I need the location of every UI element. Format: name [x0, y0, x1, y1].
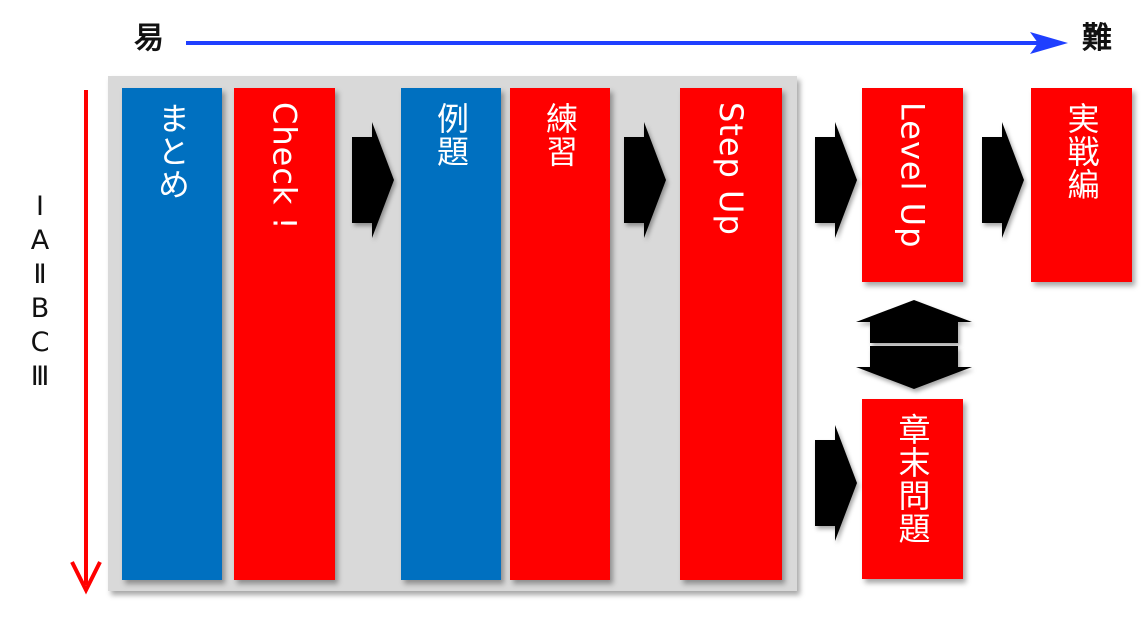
hard-label: 難 — [1082, 21, 1112, 56]
right-arrow-icon — [815, 425, 857, 541]
difficulty-arrow-icon — [186, 32, 1068, 54]
jissen-box[interactable]: 実戦編 — [1031, 88, 1132, 282]
check-label: Check ! — [265, 102, 304, 231]
renshu-box[interactable]: 練習 — [510, 88, 610, 580]
renshu-label: 練習 — [541, 102, 579, 168]
shomatsu-label: 章末問題 — [893, 413, 932, 545]
level-item: Ⅰ — [36, 191, 44, 222]
shomatsu-box[interactable]: 章末問題 — [862, 399, 963, 579]
level-item: B — [30, 293, 50, 324]
levelup-label: Level Up — [893, 102, 932, 249]
level-item: Ⅲ — [30, 361, 50, 392]
easy-label: 易 — [134, 21, 164, 56]
right-arrow-icon — [624, 122, 666, 238]
double-vertical-arrow-icon — [856, 300, 972, 389]
matome-box[interactable]: まとめ — [122, 88, 222, 580]
right-arrow-icon — [815, 122, 857, 238]
level-item: Ⅱ — [33, 259, 47, 290]
level-item: A — [30, 225, 50, 256]
check-box[interactable]: Check ! — [234, 88, 335, 580]
stepup-label: Step Up — [712, 102, 750, 236]
level-list: Ⅰ A Ⅱ B C Ⅲ — [18, 190, 62, 394]
right-arrow-icon — [352, 122, 394, 238]
reidai-label: 例題 — [432, 102, 470, 168]
levelup-box[interactable]: Level Up — [862, 88, 963, 282]
level-item: C — [30, 327, 50, 358]
matome-label: まとめ — [153, 102, 191, 201]
stepup-box[interactable]: Step Up — [680, 88, 782, 580]
level-arrow-icon — [70, 90, 102, 595]
jissen-label: 実戦編 — [1062, 102, 1101, 201]
right-arrow-icon — [982, 122, 1024, 238]
reidai-box[interactable]: 例題 — [401, 88, 501, 580]
